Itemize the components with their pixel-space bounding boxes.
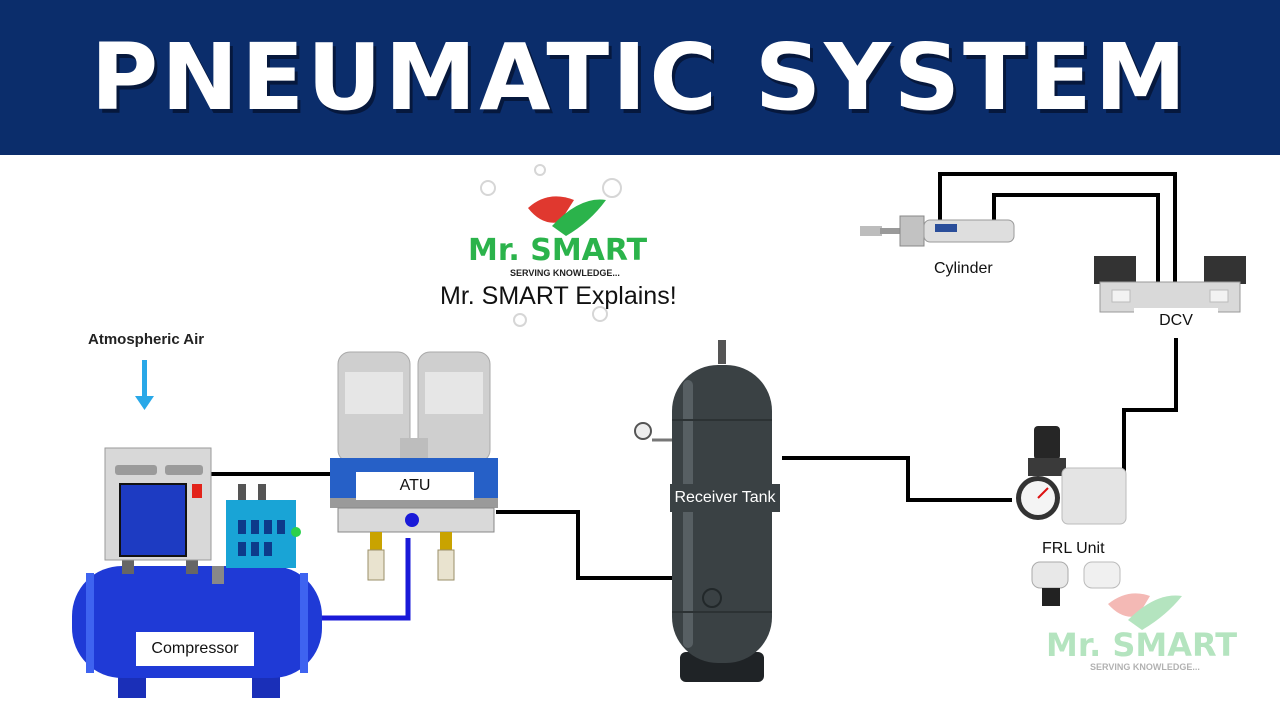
mr-smart-logo-icon xyxy=(480,164,622,327)
receiver-tank-label: Receiver Tank xyxy=(670,484,780,512)
pipe-drain-blue xyxy=(322,538,411,621)
cylinder-label: Cylinder xyxy=(934,260,993,277)
compressor xyxy=(72,447,322,698)
page-title: PNEUMATIC SYSTEM xyxy=(90,24,1190,131)
watermark-logo-icon xyxy=(1108,593,1182,630)
air-treatment-unit xyxy=(330,351,498,581)
pipe-frl-to-dcv xyxy=(1122,338,1178,512)
logo-subtitle: Mr. SMART Explains! xyxy=(440,282,677,310)
logo-brand-text: Mr. SMART xyxy=(468,233,648,268)
watermark-brand-text: Mr. SMART xyxy=(1046,626,1238,664)
pneumatic-cylinder xyxy=(860,215,1015,247)
pipes xyxy=(210,172,1178,580)
receiver-tank xyxy=(634,340,772,682)
pipe-atu-to-tank xyxy=(496,510,672,580)
atmospheric-air-label: Atmospheric Air xyxy=(88,331,205,348)
pipe-dcv-to-cylinder-a xyxy=(938,172,1177,290)
watermark-tagline: SERVING KNOWLEDGE... xyxy=(1090,662,1200,672)
frl-unit xyxy=(1016,426,1127,606)
title-banner: PNEUMATIC SYSTEM xyxy=(0,0,1280,155)
pipe-tank-to-frl xyxy=(782,456,1012,502)
frl-unit-label: FRL Unit xyxy=(1042,540,1105,557)
logo-tagline: SERVING KNOWLEDGE... xyxy=(510,268,620,278)
pipe-dcv-to-cylinder-b xyxy=(992,193,1160,290)
compressor-label: Compressor xyxy=(136,632,254,666)
dcv-label: DCV xyxy=(1134,308,1218,334)
air-intake-arrow-icon xyxy=(135,360,154,410)
directional-control-valve xyxy=(1094,256,1246,313)
atu-label: ATU xyxy=(356,472,474,500)
